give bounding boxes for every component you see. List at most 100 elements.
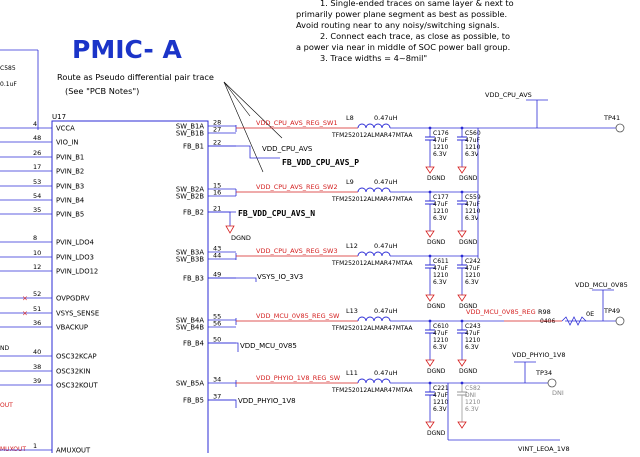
reg-net-label: VDD_MCU_0V85_REG <box>466 308 536 316</box>
gnd-label: DGND <box>427 368 446 375</box>
gnd-label: DGND <box>459 368 478 375</box>
pmic-chip-body <box>51 120 209 457</box>
inductor <box>357 123 391 129</box>
fb-net-label: VDD_PHYIO_1V8 <box>238 397 296 405</box>
cap-size: 1210 <box>433 399 448 406</box>
pin-name: PVIN_LDO4 <box>56 239 94 247</box>
inductor-part: TFM252012ALMAR47MTAA <box>331 132 413 139</box>
pin-number: 37 <box>213 393 221 401</box>
resistor-value: 0E <box>586 310 594 318</box>
gnd-label: DGND <box>427 175 446 182</box>
ground-symbol <box>425 294 435 302</box>
cap-voltage: 6.3V <box>433 344 448 351</box>
inductor-value: 0.47uH <box>374 178 398 186</box>
ground-symbol <box>425 421 435 429</box>
cap-value: DNI <box>465 392 476 399</box>
gnd-label: DGND <box>459 239 478 246</box>
ground-symbol <box>425 166 435 174</box>
note-line: 3. Trace widths = 4~8mil" <box>320 53 427 63</box>
pin-number: 21 <box>213 205 221 213</box>
inductor-part: TFM252012ALMAR47MTAA <box>331 387 413 394</box>
no-connect-mark: × <box>22 295 28 303</box>
pin-name: OSC32KOUT <box>56 382 98 390</box>
fragment-label: MUXOUT <box>0 446 26 453</box>
cap-voltage: 6.3V <box>433 151 448 158</box>
cap-size: 1210 <box>465 208 480 215</box>
ground-symbol <box>425 359 435 367</box>
switch-net-label: VDD_CPU_AVS_REG_SW3 <box>256 247 338 255</box>
pin-name: SW_B1A <box>176 123 204 131</box>
pin-name: SW_B3A <box>176 249 204 257</box>
pin-number: 10 <box>33 249 41 257</box>
rail-label: VDD_CPU_AVS <box>485 91 532 99</box>
cap-value: 47uF <box>433 392 448 399</box>
inductor-value: 0.47uH <box>374 242 398 250</box>
pin-name: PVIN_B3 <box>56 183 84 191</box>
cap-ref: C611 <box>433 258 449 265</box>
testpoint-label: TP34 <box>535 369 552 377</box>
gnd-label: DGND <box>427 239 446 246</box>
inductor <box>357 187 391 193</box>
inductor-ref: L12 <box>346 242 358 250</box>
cap-size: 1210 <box>433 337 448 344</box>
pin-number: 27 <box>213 126 221 134</box>
testpoint-circle <box>615 316 625 326</box>
pin-number: 36 <box>33 319 41 327</box>
ground-symbol <box>425 230 435 238</box>
ground-symbol <box>457 421 467 429</box>
cap-ref: C560 <box>465 130 481 137</box>
inductor-part: TFM252012ALMAR47MTAA <box>331 196 413 203</box>
pin-name: SW_B1B <box>176 130 204 138</box>
pin-name: SW_B2B <box>176 193 204 201</box>
cap-value: 47uF <box>433 265 448 272</box>
inductor-part: TFM252012ALMAR47MTAA <box>331 325 413 332</box>
ground-symbol <box>457 359 467 367</box>
pin-name: VIO_IN <box>56 139 79 147</box>
cap-ref: C242 <box>465 258 481 265</box>
pin-number: 39 <box>33 377 41 385</box>
pin-name: OVPGDRV <box>56 295 90 303</box>
testpoint-label: TP41 <box>603 114 620 122</box>
inductor-part: TFM252012ALMAR47MTAA <box>331 260 413 267</box>
pin-name: PVIN_LDO3 <box>56 254 94 262</box>
note-line: a power via near in middle of SOC power … <box>296 42 510 52</box>
cap-value: 47uF <box>433 330 448 337</box>
switch-net-label: VDD_MCU_0V85_REG_SW <box>256 312 340 320</box>
fragment-label: 0.1uF <box>0 81 17 88</box>
resistor-size: 0406 <box>540 318 555 325</box>
pin-name: SW_B4B <box>176 324 204 332</box>
pin-number: 35 <box>33 206 41 214</box>
pin-number: 38 <box>33 363 41 371</box>
cap-ref: C610 <box>433 323 449 330</box>
fb-p-label: FB_VDD_CPU_AVS_P <box>282 158 359 167</box>
regulator-row: VDD_CPU_AVS_REG_SW3 L12 0.47uH TFM252012ALM… <box>235 242 481 310</box>
pin-name: PVIN_B4 <box>56 197 84 205</box>
pin-number: 54 <box>33 192 41 200</box>
inductor-ref: L11 <box>346 369 358 377</box>
pin-name: FB_B5 <box>183 397 204 405</box>
fb-net-label: VSYS_IO_3V3 <box>257 273 303 281</box>
pin-name: PVIN_B5 <box>56 211 84 219</box>
cap-voltage: 6.3V <box>465 344 480 351</box>
pin-name: AMUXOUT <box>56 447 91 454</box>
no-connect-mark: × <box>22 310 28 318</box>
pin-number: 44 <box>213 252 221 260</box>
pin-number: 1 <box>33 442 37 450</box>
pin-name: OSC32KCAP <box>56 353 97 361</box>
inductor <box>357 378 391 384</box>
rail-label: VDD_MCU_0V85 <box>575 281 628 289</box>
fb-net-label: VDD_CPU_AVS <box>262 145 313 153</box>
gnd-label: DGND <box>459 175 478 182</box>
fb-net-label: VDD_MCU_0V85 <box>240 342 297 350</box>
testpoint-circle <box>615 123 625 133</box>
rail-label: VDD_PHYIO_1V8 <box>512 351 566 359</box>
pin-name: FB_B2 <box>183 209 204 217</box>
cap-voltage: 6.3V <box>465 215 480 222</box>
pin-number: 26 <box>33 149 41 157</box>
cap-size: 1210 <box>433 208 448 215</box>
cap-value: 47uF <box>465 330 480 337</box>
